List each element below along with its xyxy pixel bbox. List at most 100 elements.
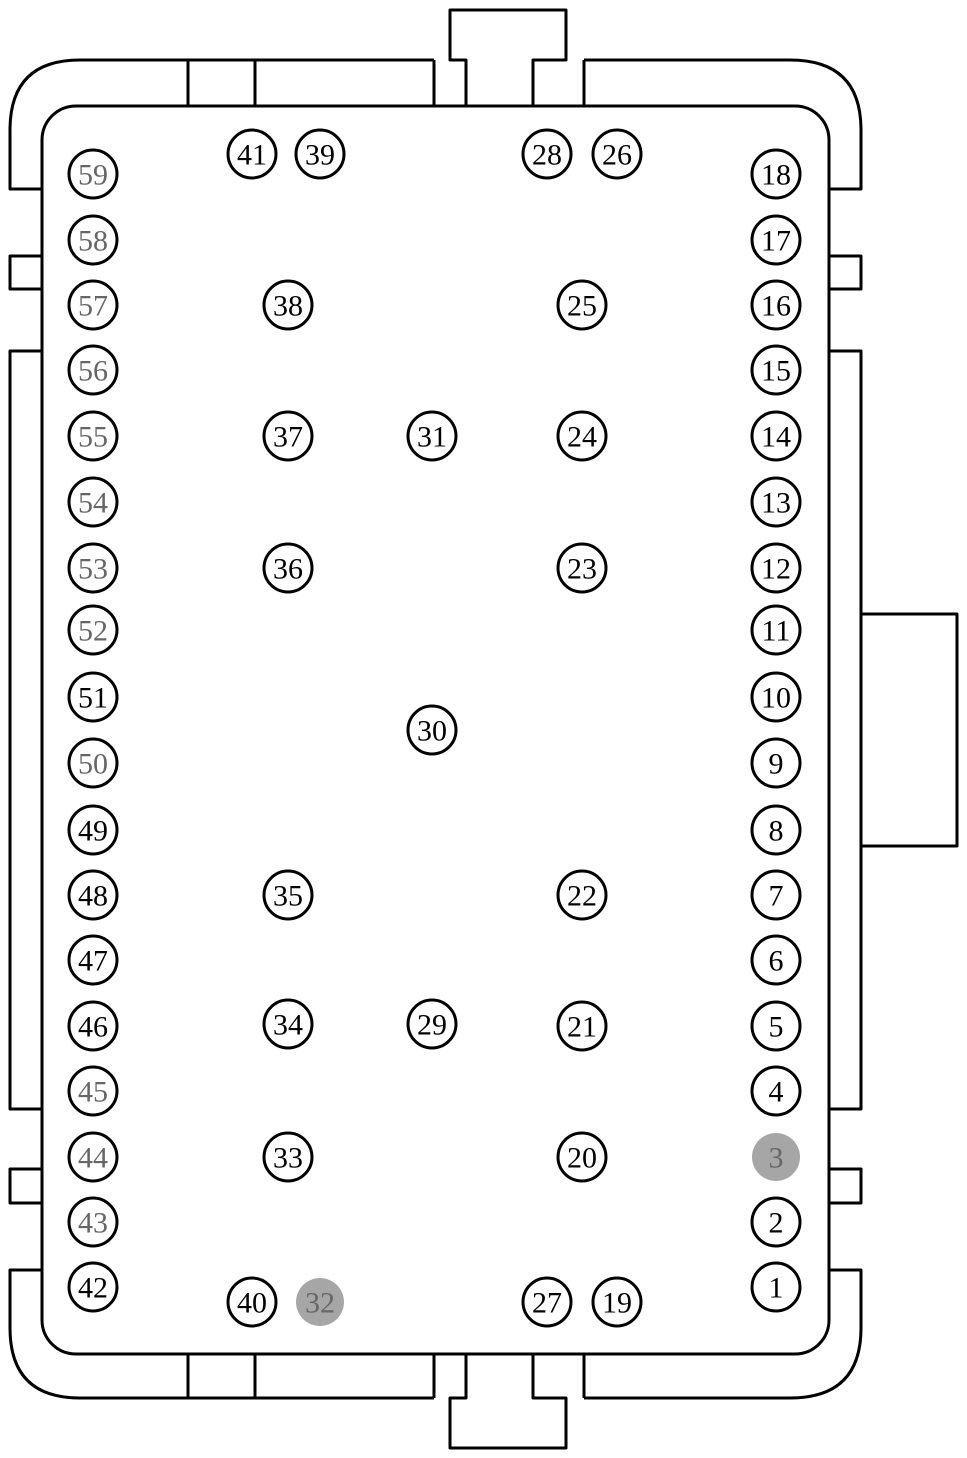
pin-28: 28 (521, 128, 573, 180)
pin-circle (262, 1131, 314, 1183)
pin-circle (750, 737, 802, 789)
pin-circle (67, 804, 119, 856)
pin-circle (67, 1261, 119, 1313)
pin-21: 21 (556, 1000, 608, 1052)
pin-circle (67, 476, 119, 528)
pin-label: 27 (532, 1287, 562, 1320)
pin-circle (556, 1131, 608, 1183)
top-rib (186, 60, 257, 106)
pin-53: 53 (67, 542, 119, 594)
pin-label: 24 (567, 421, 597, 454)
pin-57: 57 (67, 279, 119, 331)
pin-label: 46 (78, 1011, 108, 1044)
pin-label: 15 (761, 355, 791, 388)
pin-label: 12 (761, 553, 791, 586)
pin-circle (750, 1196, 802, 1248)
pin-circle (750, 1000, 802, 1052)
pin-label: 13 (761, 487, 791, 520)
pin-circle (296, 1278, 344, 1326)
pin-circle (262, 542, 314, 594)
pin-label: 34 (273, 1009, 303, 1042)
housing-shell-bottom-right (584, 1268, 863, 1400)
pin-label: 20 (567, 1142, 597, 1175)
pin-circle (67, 1196, 119, 1248)
pin-circle (262, 279, 314, 331)
pin-label: 58 (78, 225, 108, 258)
bottom-rib (186, 1354, 257, 1398)
pin-circle (226, 1276, 278, 1328)
pin-circle (67, 1000, 119, 1052)
pin-circle (226, 128, 278, 180)
pin-label: 4 (769, 1076, 784, 1109)
pin-9: 9 (750, 737, 802, 789)
pin-circle (750, 148, 802, 200)
pin-46: 46 (67, 1000, 119, 1052)
pin-5: 5 (750, 1000, 802, 1052)
pin-label: 52 (78, 615, 108, 648)
pin-24: 24 (556, 410, 608, 462)
pin-34: 34 (262, 998, 314, 1050)
pin-circle (556, 542, 608, 594)
top-latch (432, 8, 586, 106)
pin-circle (67, 148, 119, 200)
pin-40: 40 (226, 1276, 278, 1328)
pin-47: 47 (67, 934, 119, 986)
pin-38: 38 (262, 279, 314, 331)
pin-circle (67, 671, 119, 723)
pin-3: 3 (752, 1133, 800, 1181)
pin-27: 27 (521, 1276, 573, 1328)
pin-label: 18 (761, 159, 791, 192)
housing-shell-top-right (584, 58, 863, 191)
pin-1: 1 (750, 1261, 802, 1313)
pin-label: 26 (602, 139, 632, 172)
pin-13: 13 (750, 476, 802, 528)
pin-circle (556, 410, 608, 462)
pin-label: 29 (417, 1009, 447, 1042)
housing-shell-top-left (8, 58, 434, 191)
pin-label: 53 (78, 553, 108, 586)
pin-circle (262, 998, 314, 1050)
pin-label: 32 (305, 1287, 335, 1320)
pin-circle (521, 128, 573, 180)
pin-label: 33 (273, 1142, 303, 1175)
pin-circle (750, 214, 802, 266)
pin-39: 39 (294, 128, 346, 180)
pin-label: 10 (761, 682, 791, 715)
pin-circle (750, 1261, 802, 1313)
pin-circle (750, 869, 802, 921)
pin-50: 50 (67, 737, 119, 789)
pin-label: 41 (237, 139, 267, 172)
pin-48: 48 (67, 869, 119, 921)
pin-label: 38 (273, 290, 303, 323)
pin-label: 30 (417, 715, 447, 748)
pin-label: 7 (769, 880, 784, 913)
housing-shell-bottom-left (8, 1268, 434, 1400)
pin-circle (67, 934, 119, 986)
pin-circle (591, 128, 643, 180)
pin-circle (750, 410, 802, 462)
pin-label: 51 (78, 682, 108, 715)
pin-26: 26 (591, 128, 643, 180)
pin-label: 49 (78, 815, 108, 848)
pin-circle (262, 869, 314, 921)
pin-label: 47 (78, 945, 108, 978)
pin-2: 2 (750, 1196, 802, 1248)
pin-circle (591, 1276, 643, 1328)
pin-label: 25 (567, 290, 597, 323)
pin-label: 59 (78, 159, 108, 192)
pin-circle (67, 737, 119, 789)
pin-15: 15 (750, 344, 802, 396)
pin-56: 56 (67, 344, 119, 396)
pin-circle (262, 410, 314, 462)
pin-circle (750, 542, 802, 594)
pin-label: 14 (761, 421, 791, 454)
pin-10: 10 (750, 671, 802, 723)
pin-label: 31 (417, 421, 447, 454)
pin-36: 36 (262, 542, 314, 594)
pin-32: 32 (296, 1278, 344, 1326)
right-rail (829, 349, 863, 1111)
bottom-latch (432, 1354, 586, 1450)
right-key-lower (829, 1167, 863, 1205)
pin-circle (521, 1276, 573, 1328)
pin-44: 44 (67, 1131, 119, 1183)
